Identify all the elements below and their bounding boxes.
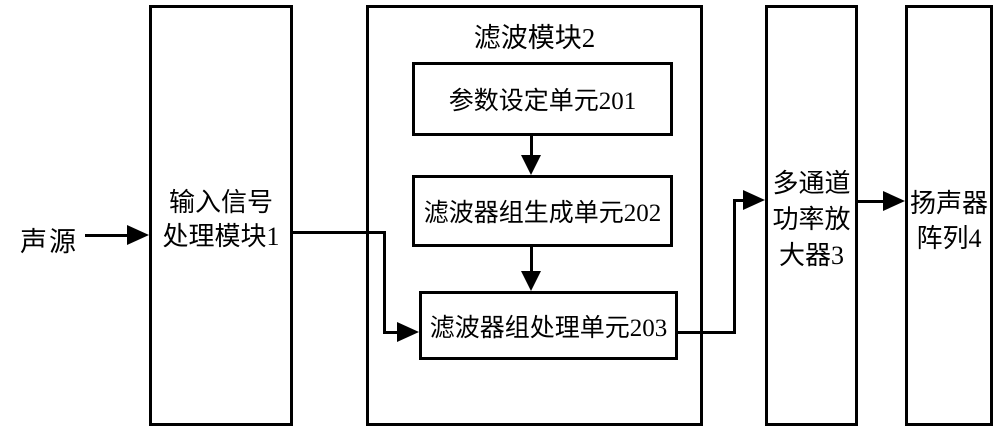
connector-203-to-amplifier-horizontal <box>678 331 736 334</box>
connector-input-to-203-entry <box>386 331 398 334</box>
speaker-module-label-line2: 阵列4 <box>916 224 982 253</box>
filter-bank-processing-unit-label: 滤波器组处理单元203 <box>429 314 668 342</box>
speaker-module-label: 扬声器 阵列4 <box>908 186 990 256</box>
arrowhead-201-to-202-icon <box>521 155 541 175</box>
arrowhead-202-to-203-icon <box>521 271 541 291</box>
amplifier-module-label-line1: 多通道 <box>772 169 851 198</box>
arrowhead-amplifier-to-speaker-icon <box>883 191 905 211</box>
connector-input-to-203-vertical <box>383 231 386 334</box>
speaker-module-label-line1: 扬声器 <box>909 189 988 218</box>
speaker-module-box: 扬声器 阵列4 <box>905 5 993 426</box>
arrow-line-202-to-203 <box>530 247 533 272</box>
amplifier-module-label: 多通道 功率放 大器3 <box>768 166 855 274</box>
arrow-line-source-to-input <box>85 234 129 237</box>
arrowhead-203-to-amplifier-icon <box>743 190 765 210</box>
parameter-setting-unit-box: 参数设定单元201 <box>412 62 673 136</box>
arrowhead-input-to-203-icon <box>397 322 419 342</box>
parameter-setting-unit-label: 参数设定单元201 <box>448 88 637 115</box>
input-signal-module-label: 输入信号 处理模块1 <box>152 186 290 254</box>
input-signal-module-label-line1: 输入信号 <box>168 188 273 217</box>
amplifier-module-label-line2: 功率放 <box>772 205 851 234</box>
input-signal-module-box: 输入信号 处理模块1 <box>149 5 293 426</box>
amplifier-module-box: 多通道 功率放 大器3 <box>765 5 858 426</box>
filter-bank-generation-unit-box: 滤波器组生成单元202 <box>412 175 673 247</box>
amplifier-module-label-line3: 大器3 <box>778 241 844 270</box>
source-label: 声源 <box>20 227 78 257</box>
filter-bank-processing-unit-box: 滤波器组处理单元203 <box>419 291 678 360</box>
filter-bank-generation-unit-label: 滤波器组生成单元202 <box>423 200 662 227</box>
connector-203-to-amplifier-entry <box>736 199 744 202</box>
arrowhead-source-to-input-icon <box>127 225 149 245</box>
input-signal-module-label-line2: 处理模块1 <box>162 222 280 251</box>
filter-module-title: 滤波模块2 <box>473 23 596 53</box>
connector-input-to-203-horizontal <box>292 231 386 234</box>
arrow-line-201-to-202 <box>530 136 533 156</box>
arrow-line-amplifier-to-speaker <box>857 200 885 203</box>
connector-203-to-amplifier-vertical <box>733 199 736 334</box>
